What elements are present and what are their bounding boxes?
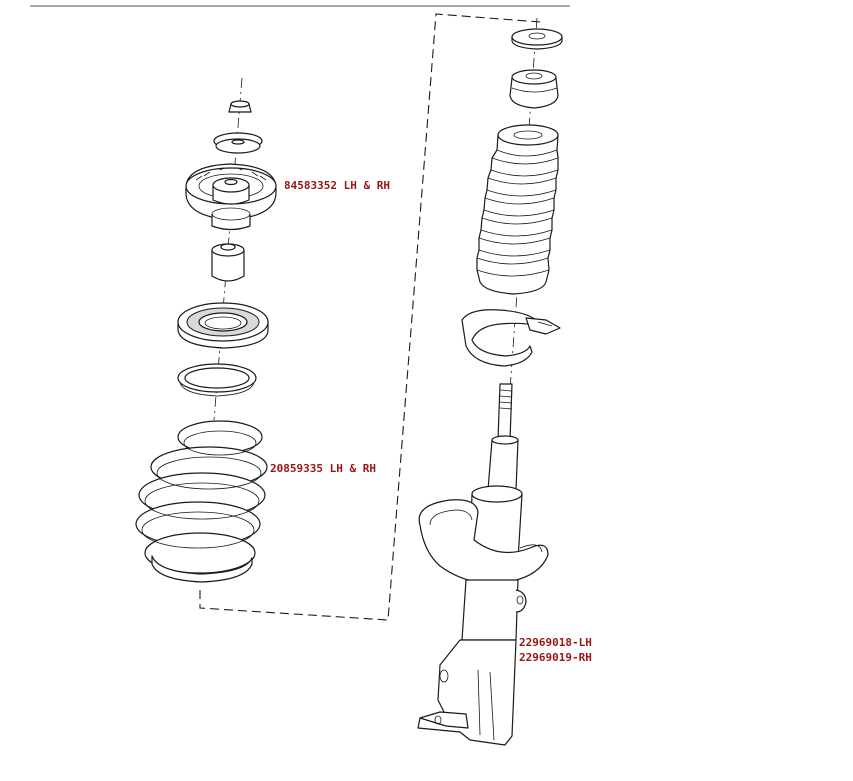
label-coil-spring-part-number: 20859335 LH & RH [270,462,376,475]
top-washer [213,132,263,154]
spring-seat-ring [177,363,257,397]
label-strut-rh-part-number: 22969019-RH [519,651,592,664]
top-mount [185,163,277,231]
coil-spring [135,420,268,583]
strut-bushing [211,243,245,282]
strut-top-cap [511,28,563,50]
label-strut-lh-part-number: 22969018-LH [519,636,592,649]
top-nut [228,100,252,113]
jounce-bumper [509,69,559,109]
dust-boot [476,124,559,295]
left-center-axis [213,77,243,421]
label-top-mount-part-number: 84583352 LH & RH [284,179,390,192]
strut-assembly [417,383,549,746]
spring-insulator [461,309,561,367]
strut-bearing [177,302,269,349]
